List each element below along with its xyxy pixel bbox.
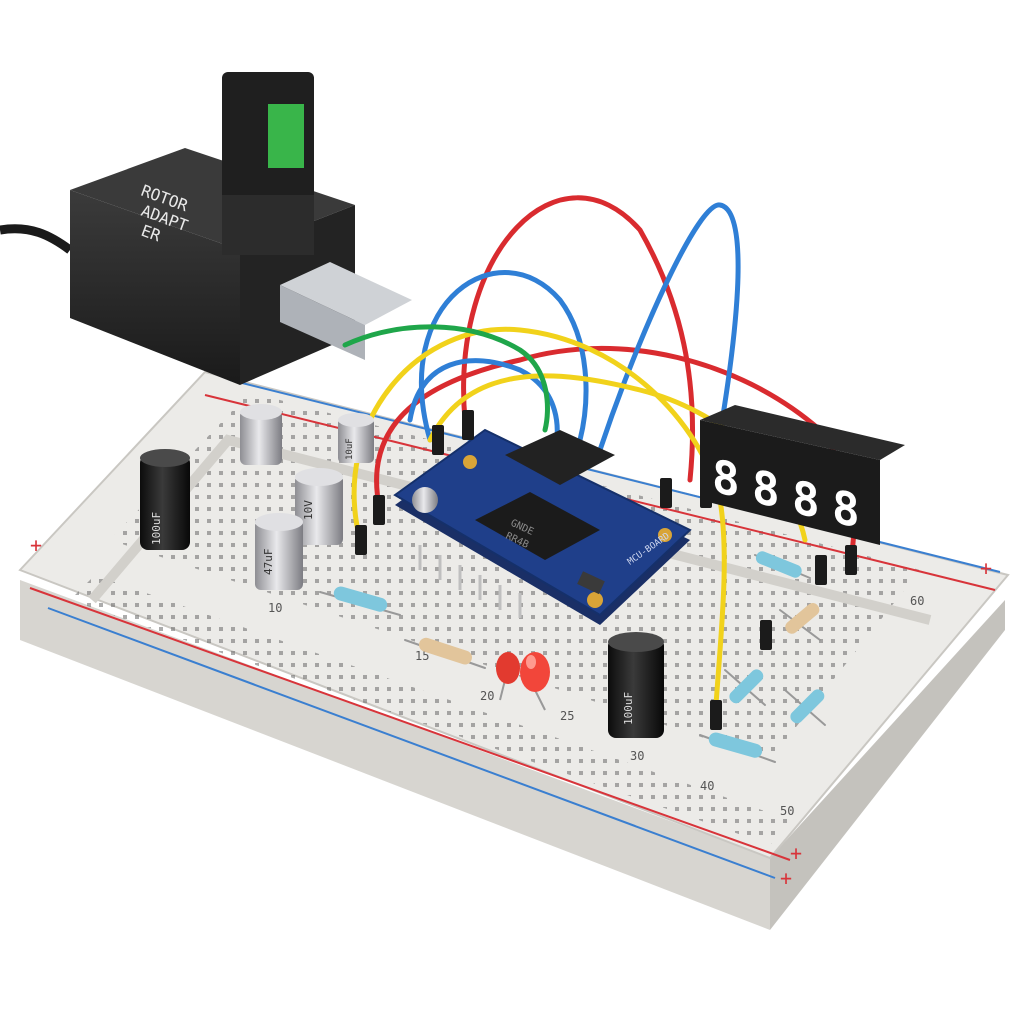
capacitor-silver-2: 10V <box>295 468 343 545</box>
led-red-1 <box>496 652 520 701</box>
resistor <box>754 551 811 579</box>
display-digit: 8 <box>792 470 820 529</box>
row-number: 50 <box>780 804 794 818</box>
capacitor-black-left: 100uF <box>140 449 190 550</box>
resistor <box>319 586 401 616</box>
wire-yellow <box>351 326 727 723</box>
wire-blue <box>418 270 589 443</box>
capacitor-silver-1 <box>240 404 282 465</box>
rail-plus-label: + <box>790 841 802 865</box>
smd-capacitor <box>412 487 438 513</box>
resistors <box>319 551 826 763</box>
led-red-2 <box>520 652 550 711</box>
row-number: 40 <box>700 779 714 793</box>
wire-blue <box>407 358 560 453</box>
resistor <box>784 689 826 726</box>
usb-cable <box>0 224 73 254</box>
usb-adapter: ROTOR ADAPT ER <box>0 72 412 385</box>
row-number: 20 <box>480 689 494 703</box>
wire-red <box>461 195 696 483</box>
wire-blue <box>597 202 741 493</box>
mcu-chip <box>475 492 600 560</box>
display-digit: 8 <box>832 479 860 538</box>
capacitor-black-right: 100uF <box>608 632 664 738</box>
wire-connectors <box>355 410 857 730</box>
row-number: 15 <box>415 649 429 663</box>
capacitor-label: 100uF <box>150 512 163 545</box>
display-digit: 8 <box>752 459 780 518</box>
resistor <box>724 669 766 706</box>
resistor <box>404 637 486 669</box>
rail-plus-label: + <box>30 533 42 557</box>
mcu-board: GNDE RR4B MCU-BOARD <box>393 428 692 625</box>
resistor <box>699 732 776 763</box>
resistor <box>779 603 821 641</box>
rail-plus-label: + <box>780 866 792 890</box>
row-number: 10 <box>268 601 282 615</box>
row-number: 60 <box>910 594 924 608</box>
rail-plus-label: + <box>980 556 992 580</box>
seven-segment-display: 8 8 8 8 <box>700 405 905 545</box>
row-number: 30 <box>630 749 644 763</box>
row-number: 25 <box>560 709 574 723</box>
rail-red-line <box>29 587 791 861</box>
rail-blue-line <box>47 607 776 879</box>
capacitor-label: 47uF <box>262 549 275 576</box>
dongle-pcb-window <box>268 104 304 168</box>
capacitor-label: 10V <box>302 500 315 520</box>
capacitor-silver-3: 47uF <box>255 513 303 590</box>
capacitor-silver-4: 10uF <box>338 413 374 463</box>
display-digit: 8 <box>712 449 740 508</box>
usb-port <box>280 262 412 325</box>
capacitor-label: 10uF <box>345 438 355 460</box>
wire-green <box>342 324 550 433</box>
capacitor-label: 100uF <box>622 692 635 725</box>
